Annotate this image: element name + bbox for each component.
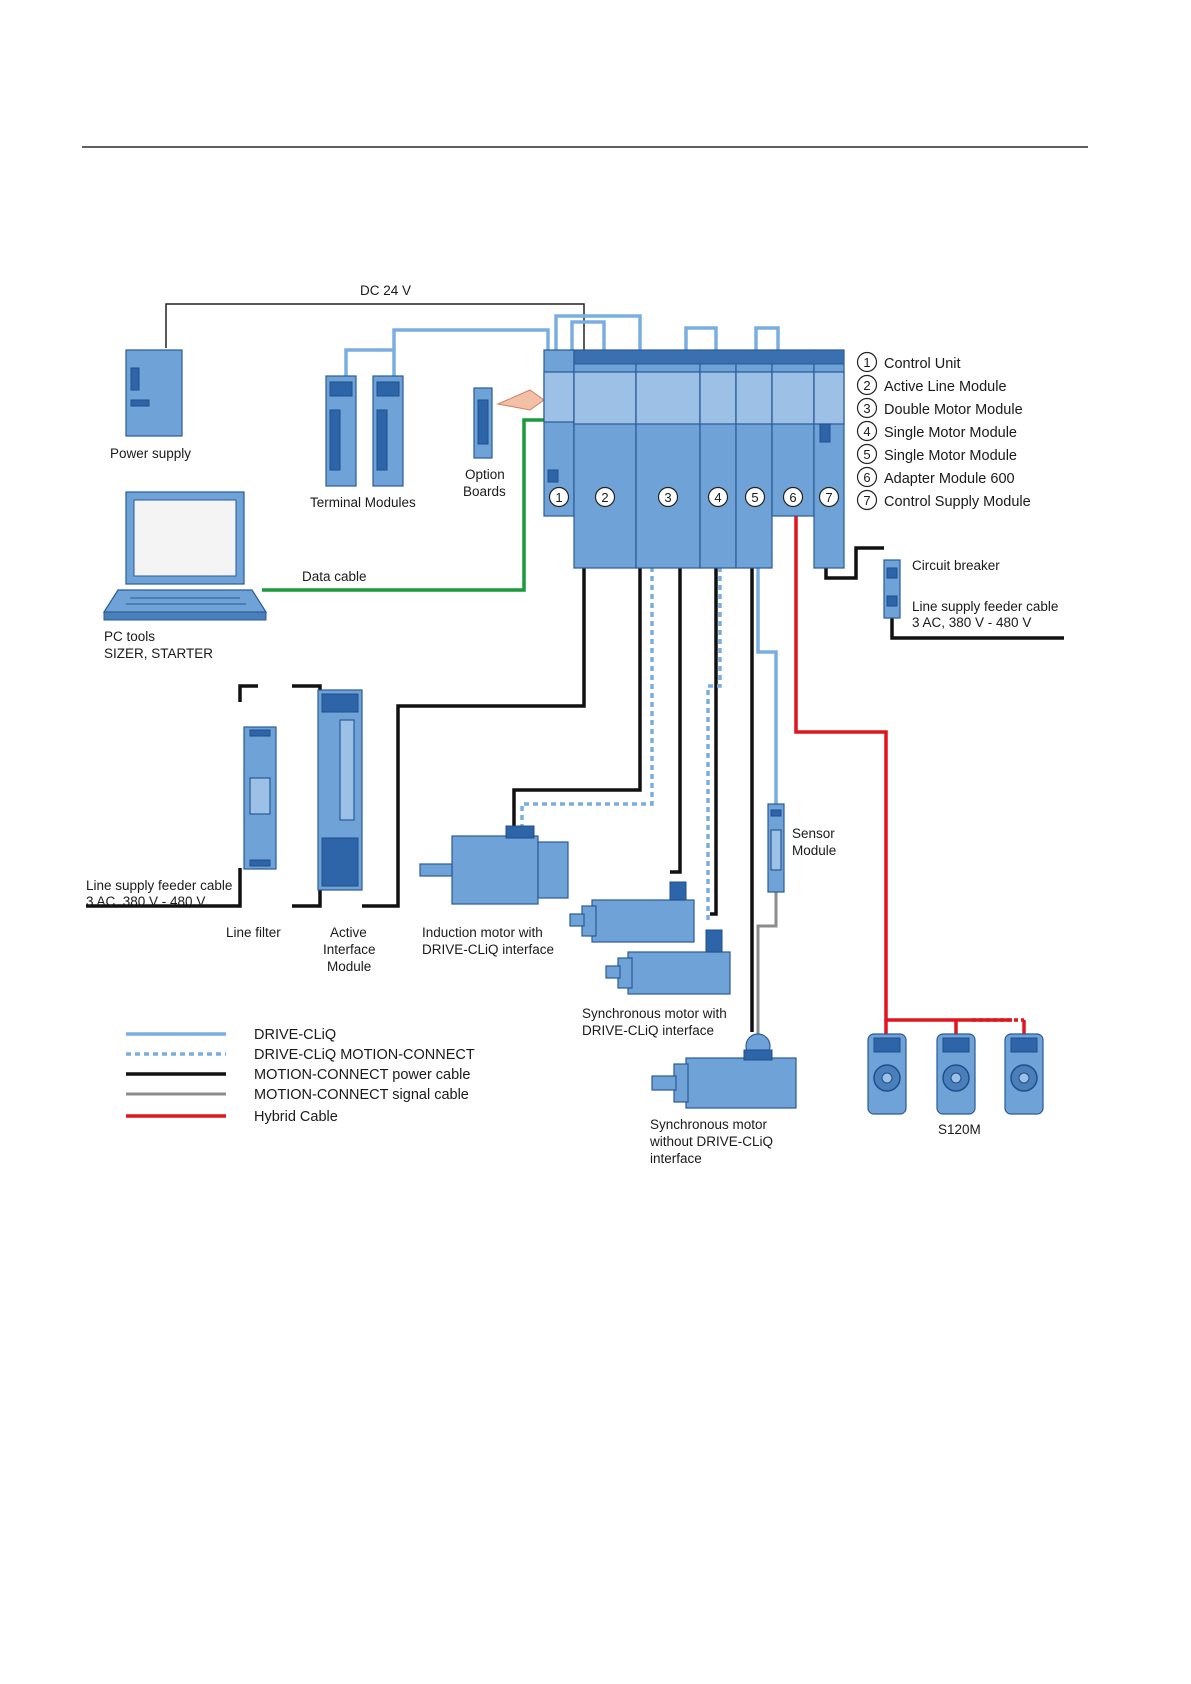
key-item-6: Adapter Module 600 <box>884 471 1015 487</box>
cliq-cu-alm <box>554 314 642 350</box>
terminal-modules-label: Terminal Modules <box>310 495 416 510</box>
s120m-drive-3 <box>1004 1033 1044 1115</box>
circuit-breaker <box>883 559 901 619</box>
cliq-terminal-link <box>344 348 396 376</box>
power-sync-motor-1 <box>670 567 682 874</box>
power-supply <box>125 349 183 437</box>
dc24v-label: DC 24 V <box>360 283 411 298</box>
data-cable-label: Data cable <box>302 569 367 584</box>
cable-legend: DRIVE-CLiQ DRIVE-CLiQ MOTION-CONNECT MOT… <box>126 1027 475 1125</box>
sync-motor-cliq-2 <box>605 929 731 995</box>
cliq-sensor <box>756 567 778 804</box>
power-filter-in <box>238 684 258 702</box>
module-number-6: 6 <box>789 490 796 505</box>
svg-text:4: 4 <box>863 424 870 439</box>
legend-label-hybrid-cable: Hybrid Cable <box>254 1109 338 1125</box>
key-item-7: Control Supply Module <box>884 494 1031 510</box>
cliq-terminal-to-cu <box>392 328 550 350</box>
aim-label-1: Active <box>330 925 367 940</box>
legend-label-power-cable: MOTION-CONNECT power cable <box>254 1067 470 1083</box>
signal-sensor-motor <box>756 892 778 1034</box>
s120m-drive-1 <box>867 1033 907 1115</box>
option-boards-label-2: Boards <box>463 484 506 499</box>
feeder-right-label-2: 3 AC, 380 V - 480 V <box>912 615 1031 630</box>
induction-motor <box>419 825 569 905</box>
key-item-4: Single Motor Module <box>884 425 1017 441</box>
module-number-badges: 1 2 3 4 5 6 7 <box>548 486 840 508</box>
dashed-cliq-induction <box>520 567 654 826</box>
aim-label-2: Interface <box>323 942 376 957</box>
sync-motor-cliq-label-2: DRIVE-CLiQ interface <box>582 1023 714 1038</box>
feeder-left-label-1: Line supply feeder cable <box>86 878 232 893</box>
drive-lineup <box>543 349 845 569</box>
aim-label-3: Module <box>327 959 371 974</box>
sensor-module <box>767 803 785 893</box>
sensor-module-label-1: Sensor <box>792 826 835 841</box>
module-number-2: 2 <box>601 490 608 505</box>
terminal-module-1 <box>325 375 357 487</box>
module-number-4: 4 <box>714 490 721 505</box>
option-board <box>473 387 545 459</box>
s120m-label: S120M <box>938 1122 981 1137</box>
cliq-mm3 <box>754 326 780 350</box>
svg-text:6: 6 <box>863 470 870 485</box>
line-filter-label: Line filter <box>226 925 281 940</box>
dc24v-cable <box>165 303 585 350</box>
power-csm-cb <box>824 546 884 580</box>
line-filter <box>243 726 277 870</box>
module-number-1: 1 <box>555 490 562 505</box>
key-item-5: Single Motor Module <box>884 448 1017 464</box>
legend-label-drive-cliq: DRIVE-CLiQ <box>254 1027 336 1043</box>
sync-motor-nocliq-label-1: Synchronous motor <box>650 1117 768 1132</box>
svg-text:1: 1 <box>863 355 870 370</box>
data-cable <box>262 418 544 592</box>
module-key: 1 Control Unit 2 Active Line Module 3 Do… <box>856 351 1031 511</box>
module-number-7: 7 <box>825 490 832 505</box>
sync-motor-nocliq-label-2: without DRIVE-CLiQ <box>649 1134 773 1149</box>
key-item-2: Active Line Module <box>884 379 1007 395</box>
key-item-1: Control Unit <box>884 356 961 372</box>
sync-motor-cliq-label-1: Synchronous motor with <box>582 1006 727 1021</box>
cliq-mm1 <box>570 320 606 350</box>
option-boards-label-1: Option <box>465 467 505 482</box>
power-supply-label: Power supply <box>110 446 191 461</box>
power-sync-motor-2 <box>710 567 718 916</box>
pc-tools-label-1: PC tools <box>104 629 155 644</box>
pc-tools-label-2: SIZER, STARTER <box>104 646 213 661</box>
active-interface-module <box>317 689 363 891</box>
power-feeder-right <box>890 618 1064 640</box>
power-alm-to-aim <box>362 567 586 908</box>
power-filter-aim <box>292 684 322 908</box>
induction-motor-label-1: Induction motor with <box>422 925 543 940</box>
key-item-3: Double Motor Module <box>884 402 1023 418</box>
legend-label-signal-cable: MOTION-CONNECT signal cable <box>254 1087 469 1103</box>
sync-motor-nocliq-label-3: interface <box>650 1151 702 1166</box>
power-filter-out <box>86 868 242 908</box>
pc-laptop <box>102 491 268 621</box>
feeder-right-label-1: Line supply feeder cable <box>912 599 1058 614</box>
sensor-module-label-2: Module <box>792 843 836 858</box>
svg-text:2: 2 <box>863 378 870 393</box>
hybrid-cable-main <box>794 512 1012 1022</box>
power-induction-motor <box>512 567 642 826</box>
induction-motor-label-2: DRIVE-CLiQ interface <box>422 942 554 957</box>
sync-motor-nocliq <box>651 1033 797 1109</box>
legend-label-drive-cliq-motion-connect: DRIVE-CLiQ MOTION-CONNECT <box>254 1047 475 1063</box>
svg-text:5: 5 <box>863 447 870 462</box>
circuit-breaker-label: Circuit breaker <box>912 558 1000 573</box>
dashed-cliq-sync-1 <box>706 567 722 922</box>
feeder-left-label-2: 3 AC, 380 V - 480 V <box>86 894 205 909</box>
svg-text:3: 3 <box>863 401 870 416</box>
s120m-drive-2 <box>936 1033 976 1115</box>
cliq-mm2 <box>684 326 718 350</box>
module-number-3: 3 <box>664 490 671 505</box>
sync-motor-cliq-1 <box>569 881 695 943</box>
module-number-5: 5 <box>751 490 758 505</box>
terminal-module-2 <box>372 375 404 487</box>
svg-text:7: 7 <box>863 493 870 508</box>
